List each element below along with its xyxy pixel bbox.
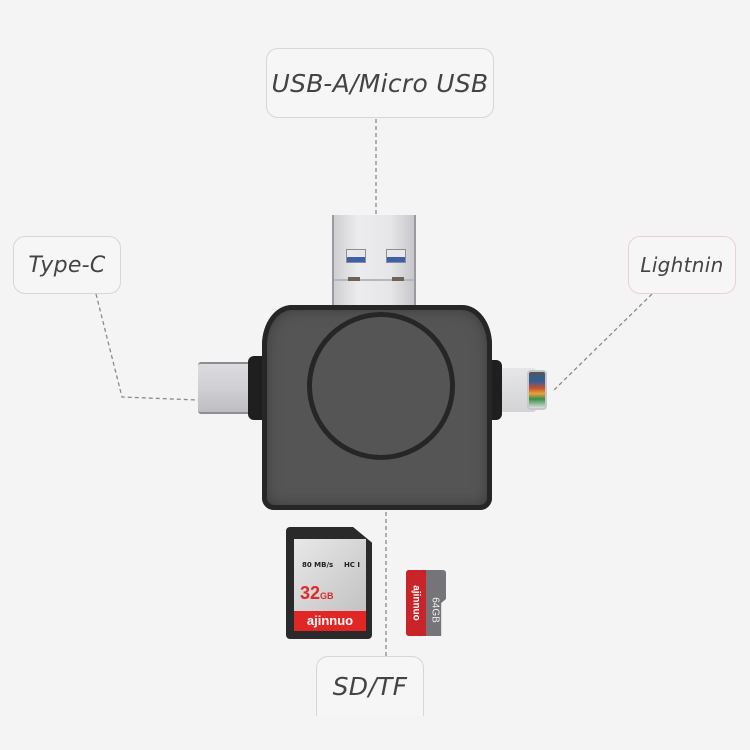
lightning-callout-line	[551, 293, 653, 393]
usb-a-contact	[392, 277, 404, 281]
sd-card-label: 80 MB/s HC I 32GB ajinnuo	[294, 539, 366, 631]
usb-a-connector	[332, 215, 416, 309]
type-c-label: Type-C	[13, 236, 121, 294]
usb-a-window-right	[386, 249, 406, 263]
micro-sd-capacity: 64GB	[429, 597, 441, 623]
sd-class: HC I	[343, 561, 360, 569]
card-reader-body	[262, 305, 492, 510]
usb-a-seam	[334, 279, 414, 281]
micro-sd-card: ajinnuo 64GB	[406, 570, 446, 636]
type-c-connector	[198, 362, 252, 414]
usb-a-contact	[348, 277, 360, 281]
sd-brand: ajinnuo	[294, 611, 366, 631]
sd-speed: 80 MB/s	[302, 561, 334, 569]
sd-capacity-unit: GB	[320, 591, 334, 601]
usb-a-micro-usb-label: USB-A/Micro USB	[266, 48, 494, 118]
sd-tf-label: SD/TF	[316, 656, 424, 716]
phone-screen-icon	[527, 370, 547, 410]
micro-sd-brand: ajinnuo	[410, 585, 422, 621]
type-c-callout-line	[95, 293, 199, 401]
sd-capacity-value: 32	[300, 583, 321, 603]
sd-tf-label-text: SD/TF	[332, 672, 408, 701]
sd-card: 80 MB/s HC I 32GB ajinnuo	[286, 527, 372, 639]
lightning-label: Lightnin	[628, 236, 736, 294]
sd-capacity: 32GB	[300, 583, 334, 604]
type-c-label-text: Type-C	[28, 252, 106, 278]
usb-a-window-left	[346, 249, 366, 263]
usb-a-label-text: USB-A/Micro USB	[271, 68, 489, 98]
lightning-label-text: Lightnin	[640, 253, 724, 277]
circular-emblem	[307, 312, 455, 460]
micro-sd-red-strip	[406, 570, 426, 636]
